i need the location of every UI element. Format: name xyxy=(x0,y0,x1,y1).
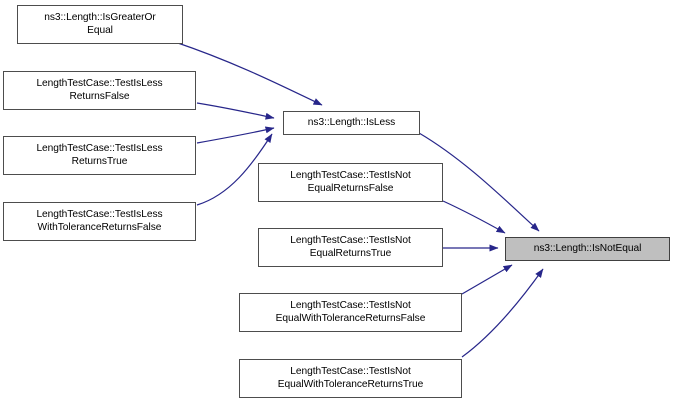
graph-node-test-is-not-equal-returns-true[interactable]: LengthTestCase::TestIsNot EqualReturnsTr… xyxy=(258,228,443,267)
graph-node-label: LengthTestCase::TestIsNot EqualReturnsTr… xyxy=(290,235,411,259)
graph-node-label: LengthTestCase::TestIsNot EqualReturnsFa… xyxy=(290,170,411,194)
graph-node-label: ns3::Length::IsLess xyxy=(307,116,396,128)
graph-node-label: LengthTestCase::TestIsNot EqualWithToler… xyxy=(275,300,426,324)
graph-edge-test-is-not-equal-returns-false-to-is-not-equal xyxy=(442,200,506,234)
graph-node-label: ns3::Length::IsGreaterOr Equal xyxy=(44,12,156,36)
graph-node-test-is-less-with-tolerance-returns-false[interactable]: LengthTestCase::TestIsLess WithTolerance… xyxy=(3,202,196,241)
graph-node-test-is-less-returns-true[interactable]: LengthTestCase::TestIsLess ReturnsTrue xyxy=(3,136,196,175)
graph-node-label: LengthTestCase::TestIsLess WithTolerance… xyxy=(36,209,163,233)
graph-node-test-is-less-returns-false[interactable]: LengthTestCase::TestIsLess ReturnsFalse xyxy=(3,71,196,110)
graph-edge-test-is-less-returns-true-to-is-less xyxy=(196,126,275,144)
graph-node-test-is-not-equal-with-tolerance-returns-true[interactable]: LengthTestCase::TestIsNot EqualWithToler… xyxy=(239,359,462,398)
graph-edge-test-is-not-equal-with-tolerance-returns-false-to-is-not-equal xyxy=(461,264,513,295)
graph-node-label: LengthTestCase::TestIsLess ReturnsFalse xyxy=(36,78,163,102)
graph-edge-test-is-not-equal-with-tolerance-returns-true-to-is-not-equal xyxy=(461,268,544,358)
graph-edge-test-is-less-returns-false-to-is-less xyxy=(196,102,275,120)
graph-edge-is-greater-or-equal-to-is-less xyxy=(174,41,323,106)
graph-node-test-is-not-equal-returns-false[interactable]: LengthTestCase::TestIsNot EqualReturnsFa… xyxy=(258,163,443,202)
graph-node-is-less[interactable]: ns3::Length::IsLess xyxy=(283,111,420,135)
graph-node-is-greater-or-equal[interactable]: ns3::Length::IsGreaterOr Equal xyxy=(17,5,183,44)
graph-node-label: LengthTestCase::TestIsLess ReturnsTrue xyxy=(36,143,163,167)
graph-node-label: ns3::Length::IsNotEqual xyxy=(533,242,642,254)
graph-node-label: LengthTestCase::TestIsNot EqualWithToler… xyxy=(277,366,424,390)
graph-node-test-is-not-equal-with-tolerance-returns-false[interactable]: LengthTestCase::TestIsNot EqualWithToler… xyxy=(239,293,462,332)
graph-node-is-not-equal[interactable]: ns3::Length::IsNotEqual xyxy=(505,237,670,261)
